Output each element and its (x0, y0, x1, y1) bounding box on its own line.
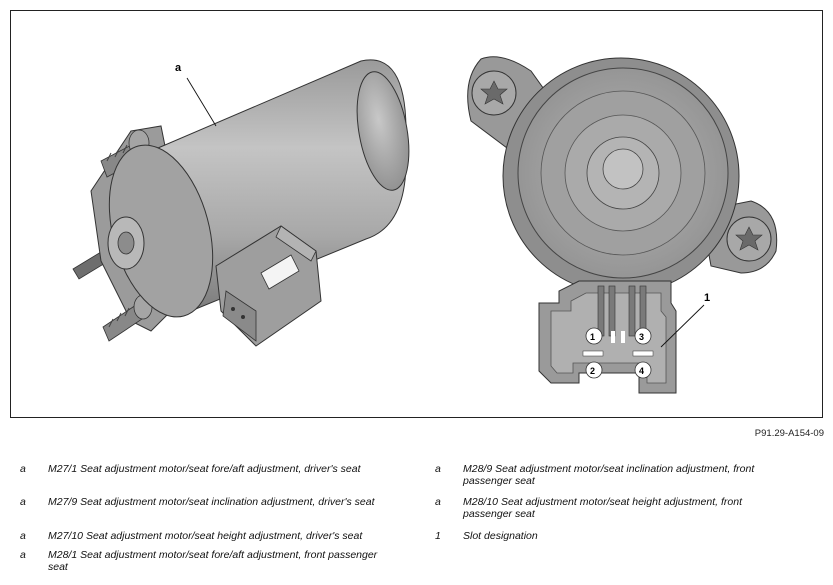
legend-text: M27/10 Seat adjustment motor/seat height… (48, 530, 363, 542)
legend-text: Slot designation (463, 530, 538, 542)
legend-key: a (435, 463, 441, 475)
pin-4-marker (634, 361, 652, 379)
legend-text: M27/9 Seat adjustment motor/seat inclina… (48, 496, 375, 508)
legend-text: M28/9 Seat adjustment motor/seat inclina… (463, 463, 755, 487)
pin-label-4: 4 (639, 366, 644, 376)
pin-label-1: 1 (590, 332, 595, 342)
callout-a: a (175, 62, 182, 74)
legend-text: M27/1 Seat adjustment motor/seat fore/af… (48, 463, 361, 475)
pin-label-3: 3 (639, 332, 644, 342)
motor-illustration: a (72, 56, 778, 394)
callout-1: 1 (704, 292, 710, 304)
pin-3-marker (634, 327, 652, 345)
legend-key: a (20, 549, 26, 561)
legend-key: a (20, 463, 26, 475)
legend-key: a (20, 530, 26, 542)
figure-id: P91.29-A154-09 (754, 428, 824, 439)
motor-side-view (72, 59, 410, 347)
motor-end-view (467, 56, 778, 394)
legend-key: a (20, 496, 26, 508)
pin-1-marker (585, 327, 603, 345)
legend-key: a (435, 496, 441, 508)
pin-label-2: 2 (590, 366, 595, 376)
legend-text: M28/10 Seat adjustment motor/seat height… (463, 496, 742, 520)
legend-text: M28/1 Seat adjustment motor/seat fore/af… (48, 549, 378, 573)
diagram-frame: a (10, 10, 823, 418)
legend-key: 1 (435, 530, 441, 542)
pin-2-marker (585, 361, 603, 379)
